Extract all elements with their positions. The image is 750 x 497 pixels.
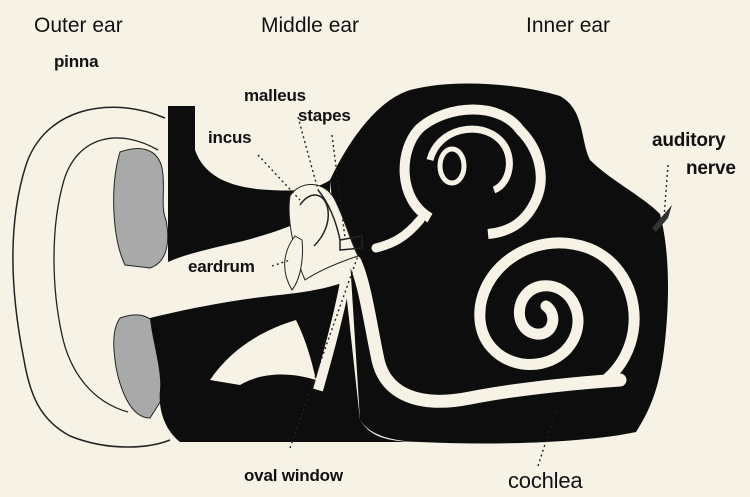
malleus-label: malleus [244,86,306,106]
auditory-nerve-pointer [664,165,668,218]
cochlea-label: cochlea [508,468,582,494]
auditory-nerve-label-line2: nerve [686,158,736,180]
outer-ear-heading: Outer ear [34,14,123,38]
inner-ear-heading: Inner ear [526,14,610,38]
incus-label: incus [208,128,251,148]
oval-window-label: oval window [244,466,343,486]
pinna-label: pinna [54,52,98,72]
auditory-nerve-label-line1: auditory [652,130,725,152]
middle-ear-heading: Middle ear [261,14,359,38]
eardrum-label: eardrum [188,257,255,277]
eardrum-membrane [285,236,303,290]
upper-cartilage [114,149,168,268]
malleus-pointer [298,117,318,190]
stapes-label: stapes [298,106,351,126]
